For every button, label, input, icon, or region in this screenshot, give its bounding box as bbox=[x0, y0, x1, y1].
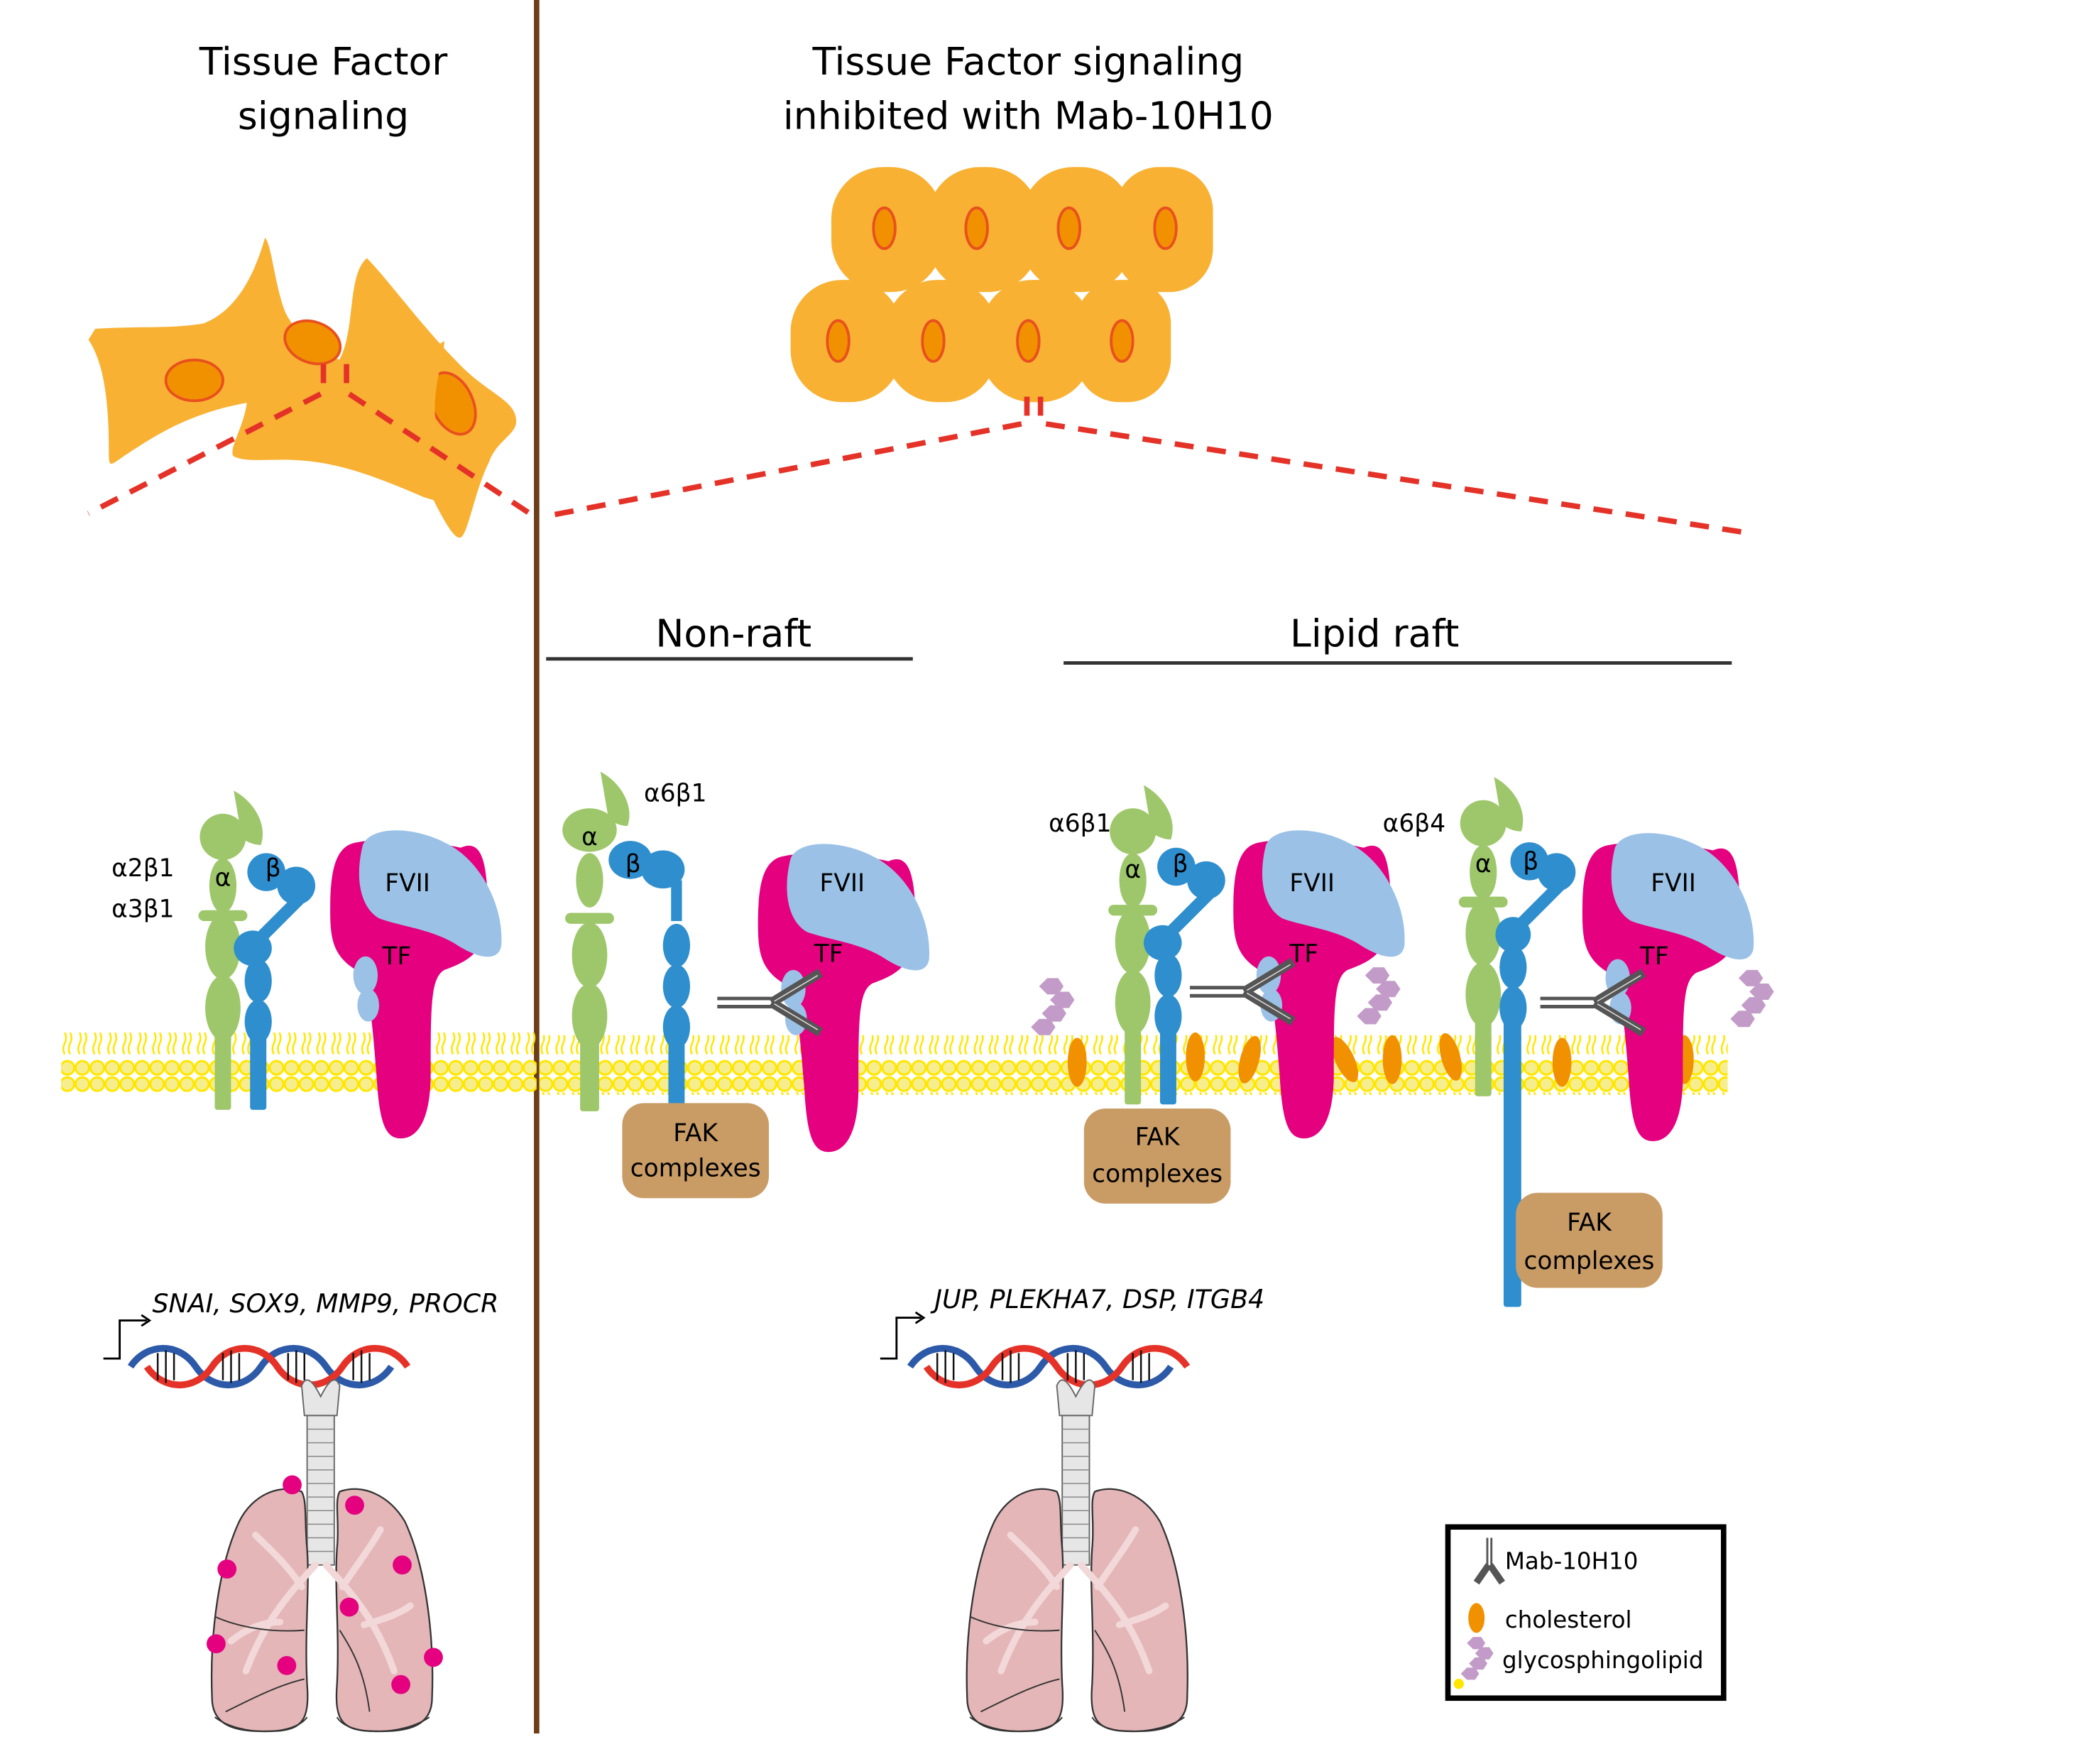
dna-icon bbox=[910, 1349, 1187, 1385]
integrin-label: α6β1 bbox=[644, 780, 706, 808]
legend: Mab-10H10 cholesterol glycosphingolipid bbox=[1445, 1524, 1727, 1701]
right-panel: Tissue Factor signaling inhibited with M… bbox=[539, 39, 1774, 1731]
raft-heading: Lipid raft bbox=[1290, 611, 1459, 656]
fak-label-line2: complexes bbox=[1092, 1160, 1223, 1188]
left-title-line1: Tissue Factor bbox=[199, 39, 449, 84]
fak-label-line1: FAK bbox=[1567, 1209, 1612, 1237]
zoom-lines bbox=[87, 364, 532, 516]
gene-list-right: JUP, PLEKHA7, DSP, ITGB4 bbox=[930, 1284, 1264, 1314]
cell-membrane bbox=[61, 1032, 537, 1093]
integrin-label: α6β4 bbox=[1383, 810, 1445, 838]
lungs-healthy-icon bbox=[967, 1380, 1188, 1731]
integrin-label-a3b1: α3β1 bbox=[111, 895, 174, 923]
fak-label-line2: complexes bbox=[1524, 1247, 1654, 1275]
tf-label: TF bbox=[381, 942, 411, 971]
glycosphingolipid-icon bbox=[1453, 1637, 1494, 1689]
mesenchymal-cells-icon bbox=[88, 237, 517, 538]
fak-label-line1: FAK bbox=[1135, 1123, 1181, 1152]
metastasis-nodules bbox=[207, 1475, 443, 1694]
gene-list-left: SNAI, SOX9, MMP9, PROCR bbox=[153, 1288, 499, 1319]
raft-complex-a6b1: α β α6β1 FVII TF FAK complexes bbox=[1049, 785, 1405, 1204]
left-title-line2: signaling bbox=[238, 94, 409, 138]
raft-complex-a6b4: α β α6β4 FVII TF FAK complexes bbox=[1383, 777, 1754, 1307]
alpha-label: α bbox=[581, 823, 598, 851]
beta-label: β bbox=[266, 854, 281, 883]
lungs-metastatic-icon bbox=[207, 1380, 443, 1731]
alpha-label: α bbox=[1475, 850, 1492, 878]
cholesterol-molecules bbox=[1067, 1032, 1694, 1087]
beta-label: β bbox=[1523, 847, 1538, 876]
dna-icon bbox=[131, 1349, 408, 1385]
zoom-lines bbox=[545, 396, 1746, 535]
alpha-label: α bbox=[1125, 856, 1141, 884]
antibody-icon bbox=[1473, 1537, 1505, 1585]
fvii-label: FVII bbox=[1289, 869, 1335, 898]
fak-label-line1: FAK bbox=[673, 1119, 718, 1148]
alpha-label: α bbox=[215, 864, 231, 892]
nonraft-heading: Non-raft bbox=[655, 611, 811, 656]
epithelial-cells-icon bbox=[790, 167, 1213, 403]
integrin-label-a2b1: α2β1 bbox=[111, 854, 174, 883]
fvii-label: FVII bbox=[819, 869, 865, 898]
nonraft-complex: α β α6β1 FVII TF FAK complexes bbox=[562, 771, 930, 1199]
fak-label-line2: complexes bbox=[630, 1155, 761, 1183]
promoter-arrow-icon bbox=[880, 1317, 922, 1360]
left-panel: Tissue Factor signaling α β α2β1 α3β1 bbox=[61, 39, 537, 1731]
beta-label: β bbox=[1173, 850, 1188, 878]
right-title-line2: inhibited with Mab-10H10 bbox=[783, 94, 1274, 138]
integrin-label: α6β1 bbox=[1049, 810, 1111, 838]
beta-label: β bbox=[625, 850, 641, 878]
legend-label-cholesterol: cholesterol bbox=[1505, 1606, 1632, 1633]
promoter-arrow-icon bbox=[103, 1319, 147, 1360]
tf-label: TF bbox=[814, 940, 843, 968]
fvii-label: FVII bbox=[385, 869, 430, 898]
legend-label-antibody: Mab-10H10 bbox=[1505, 1548, 1639, 1575]
right-title-line1: Tissue Factor signaling bbox=[812, 39, 1245, 84]
cholesterol-icon bbox=[1468, 1603, 1485, 1633]
tf-label: TF bbox=[1639, 942, 1669, 971]
fvii-label: FVII bbox=[1651, 869, 1696, 898]
legend-label-glycosphingolipid: glycosphingolipid bbox=[1502, 1647, 1703, 1674]
fak-complex-box bbox=[622, 1103, 770, 1199]
